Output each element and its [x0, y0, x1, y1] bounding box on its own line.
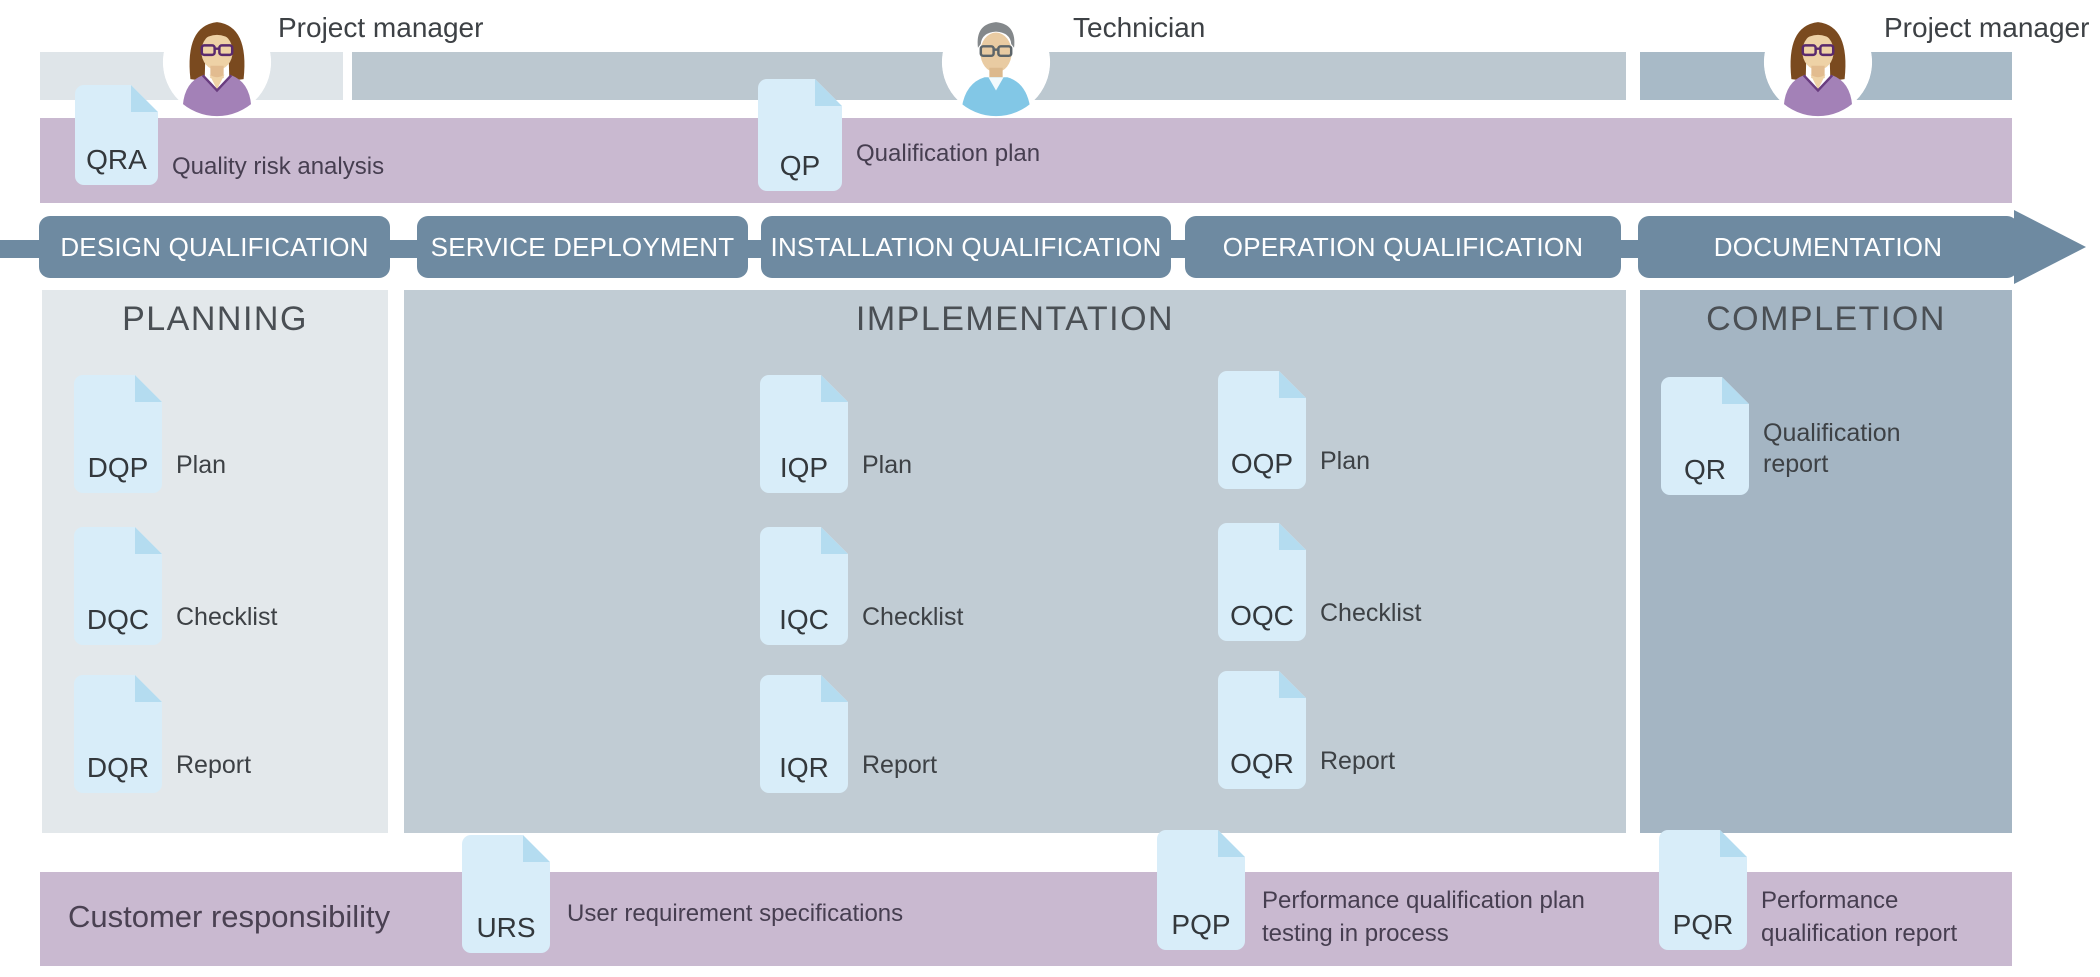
quality-band: [40, 118, 2012, 203]
implementation-title: IMPLEMENTATION: [855, 300, 1175, 338]
document-icon-iqc: IQC: [760, 527, 848, 645]
qp-label: Qualification plan: [856, 140, 1041, 167]
document-icon-qra: QRA: [75, 85, 158, 185]
completion-panel: [1640, 290, 2012, 833]
doc-code-urs: URS: [476, 912, 536, 943]
pqr-label: Performance qualification report: [1761, 887, 1958, 947]
project-manager-avatar: [1763, 7, 1873, 117]
doc-code-qr: QR: [1684, 454, 1726, 485]
implementation-panel: [404, 290, 1626, 833]
document-icon-dqr: DQR: [74, 675, 162, 793]
document-icon-iqr: IQR: [760, 675, 848, 793]
doc-code-oqc: OQC: [1230, 600, 1294, 631]
doc-code-iqp: IQP: [779, 452, 829, 483]
doc-code-iqr: IQR: [779, 752, 829, 783]
document-icon-urs: URS: [462, 835, 550, 953]
oqr-label: Report: [1320, 747, 1396, 775]
doc-code-oqp: OQP: [1230, 448, 1294, 479]
document-icon-oqc: OQC: [1218, 523, 1306, 641]
document-icon-dqc: DQC: [74, 527, 162, 645]
role-label-project-manager-1: Project manager: [278, 12, 484, 43]
document-icon-qr: QR: [1661, 377, 1749, 495]
document-icon-iqp: IQP: [760, 375, 848, 493]
role-label-technician: Technician: [1073, 12, 1206, 43]
phase-design-qualification: DESIGN QUALIFICATION: [39, 216, 390, 278]
urs-label: User requirement specifications: [567, 900, 904, 927]
doc-code-qp: QP: [779, 150, 821, 181]
phase-service-deployment: SERVICE DEPLOYMENT: [417, 216, 748, 278]
iqc-label: Checklist: [862, 603, 964, 631]
dqr-label: Report: [176, 751, 252, 779]
flow-arrowhead-icon: [2014, 210, 2086, 284]
doc-code-pqr: PQR: [1672, 909, 1734, 940]
oqp-label: Plan: [1320, 447, 1371, 475]
phase-installation-qualification: INSTALLATION QUALIFICATION: [761, 216, 1171, 278]
doc-code-qra: QRA: [86, 144, 147, 175]
document-icon-oqp: OQP: [1218, 371, 1306, 489]
qr-label: Qualification report: [1763, 419, 1901, 478]
completion-title: COMPLETION: [1706, 300, 1946, 338]
dqc-label: Checklist: [176, 603, 278, 631]
document-icon-qp: QP: [758, 79, 842, 191]
document-icon-pqp: PQP: [1157, 830, 1245, 950]
doc-code-dqc: DQC: [86, 604, 150, 635]
phase-documentation: DOCUMENTATION: [1638, 216, 2018, 278]
iqr-label: Report: [862, 751, 938, 779]
document-icon-oqr: OQR: [1218, 671, 1306, 789]
doc-code-iqc: IQC: [779, 604, 829, 635]
pqp-label: Performance qualification plan testing i…: [1262, 887, 1585, 947]
doc-code-dqr: DQR: [86, 752, 150, 783]
iqp-label: Plan: [862, 451, 913, 479]
document-icon-dqp: DQP: [74, 375, 162, 493]
doc-code-pqp: PQP: [1171, 909, 1231, 940]
planning-title: PLANNING: [122, 300, 308, 338]
doc-code-dqp: DQP: [87, 452, 149, 483]
doc-code-oqr: OQR: [1230, 748, 1294, 779]
phase-operation-qualification: OPERATION QUALIFICATION: [1185, 216, 1621, 278]
document-icon-pqr: PQR: [1659, 830, 1747, 950]
oqc-label: Checklist: [1320, 599, 1422, 627]
customer-responsibility-title: Customer responsibility: [68, 899, 391, 934]
project-manager-avatar: [162, 7, 272, 117]
role-label-project-manager-2: Project manager: [1884, 12, 2090, 43]
technician-avatar: [941, 7, 1051, 117]
dqp-label: Plan: [176, 451, 227, 479]
qra-label: Quality risk analysis: [172, 153, 385, 180]
